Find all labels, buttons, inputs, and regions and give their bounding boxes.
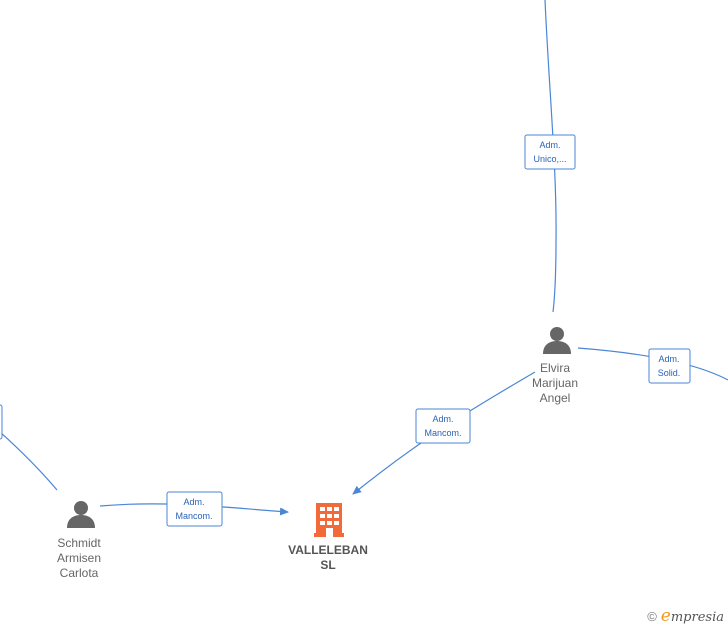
person-name-line: Armisen — [56, 551, 101, 565]
svg-text:Mancom.: Mancom. — [424, 428, 461, 438]
edge-label-elvira-to-company[interactable]: Adm. Mancom. — [415, 408, 471, 444]
node-label-schmidt[interactable]: Schmidt Armisen Carlota — [24, 536, 134, 581]
person-icon[interactable] — [67, 501, 95, 528]
brand-initial: e — [660, 606, 671, 626]
brand-footer: © empresia — [647, 606, 724, 626]
person-name-line: Marijuan — [531, 376, 579, 390]
svg-text:Adm.: Adm. — [658, 354, 679, 364]
copyright-symbol: © — [647, 608, 657, 624]
company-name-line: SL — [320, 558, 336, 572]
edge-label-left-partial[interactable] — [0, 404, 3, 440]
svg-text:Adm.: Adm. — [432, 414, 453, 424]
svg-text:Adm.: Adm. — [539, 140, 560, 150]
edge-left-to-schmidt — [0, 431, 58, 491]
company-name-line: VALLELEBAN — [288, 543, 368, 557]
brand-logo[interactable]: empresia — [661, 606, 724, 626]
person-name-line: Schmidt — [57, 536, 101, 550]
node-label-company[interactable]: VALLELEBAN SL — [273, 543, 383, 573]
building-icon[interactable] — [314, 503, 344, 537]
brand-name: mpresia — [670, 610, 724, 625]
person-name-line: Elvira — [539, 361, 570, 375]
person-icon[interactable] — [543, 327, 571, 354]
person-name-line: Carlota — [59, 566, 99, 580]
svg-text:Solid.: Solid. — [658, 368, 681, 378]
person-name-line: Angel — [539, 391, 571, 405]
svg-text:Mancom.: Mancom. — [175, 511, 212, 521]
svg-text:Adm.: Adm. — [183, 497, 204, 507]
edge-top-to-elvira — [544, 0, 557, 313]
svg-text:Unico,...: Unico,... — [533, 154, 566, 164]
edge-label-schmidt-to-company[interactable]: Adm. Mancom. — [166, 491, 223, 527]
edge-label-elvira-right[interactable]: Adm. Solid. — [648, 348, 691, 384]
node-label-elvira[interactable]: Elvira Marijuan Angel — [500, 361, 610, 406]
edge-label-top-to-elvira[interactable]: Adm. Unico,... — [524, 134, 576, 170]
